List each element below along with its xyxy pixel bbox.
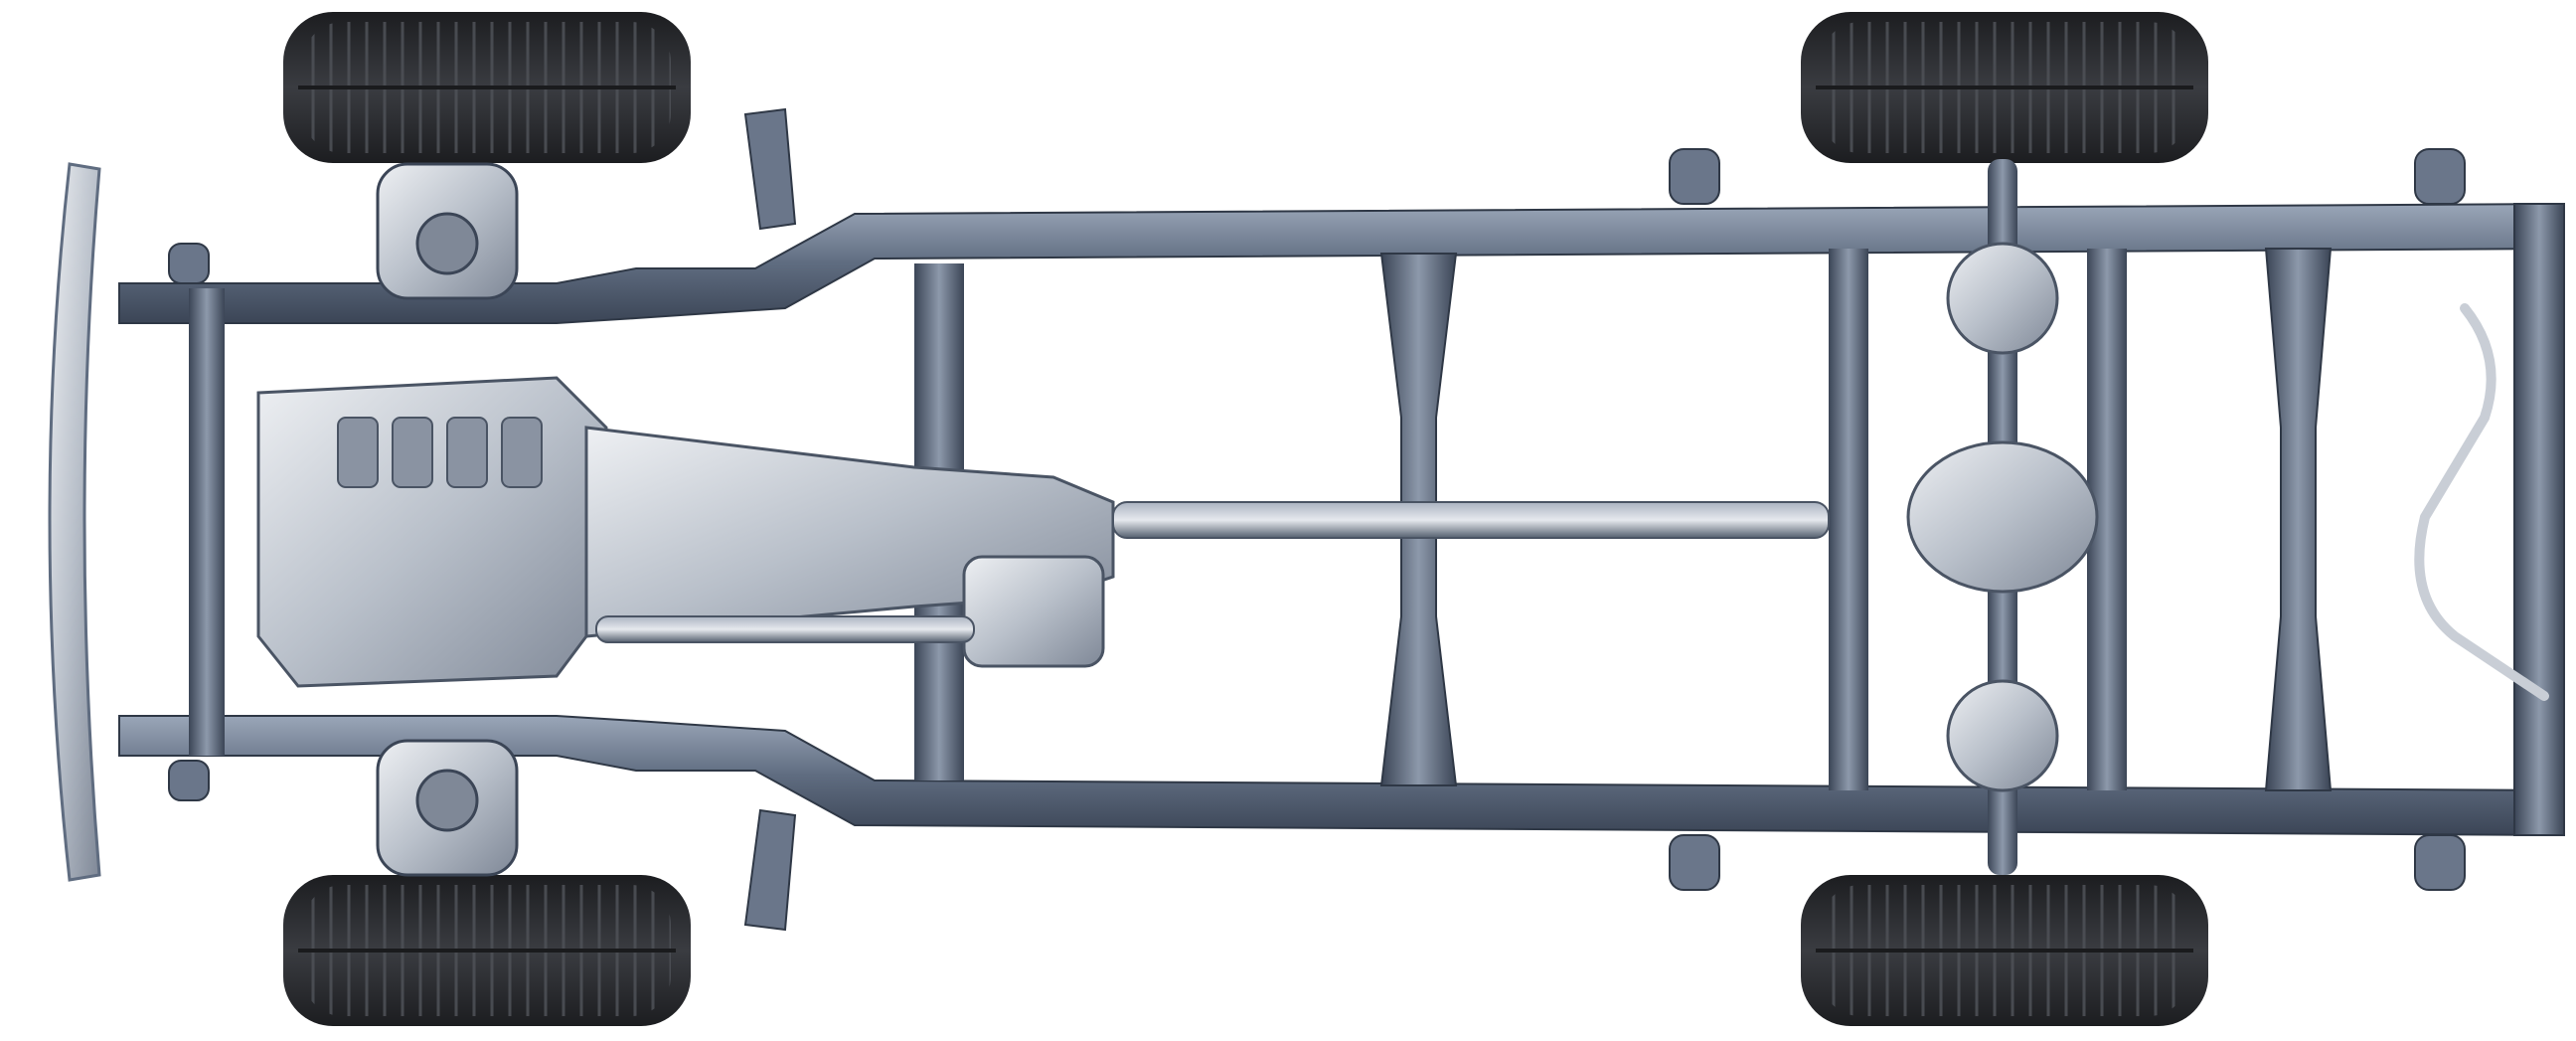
front-right-tire bbox=[283, 875, 691, 1026]
rear-drive-shaft bbox=[1112, 501, 1830, 539]
front-drive-shaft bbox=[595, 615, 975, 643]
front-bumper bbox=[48, 162, 101, 882]
rear-crossmember-3 bbox=[2264, 248, 2333, 791]
front-left-tire bbox=[283, 12, 691, 163]
rear-right-tire bbox=[1801, 875, 2208, 1026]
transfer-case bbox=[962, 555, 1105, 668]
rear-crossmember-1 bbox=[1829, 249, 1868, 790]
front-crossmember-1 bbox=[189, 288, 225, 756]
rear-crossmember bbox=[2513, 203, 2565, 836]
rear-left-tire bbox=[1801, 12, 2208, 163]
rear-springs bbox=[1946, 242, 2059, 792]
front-suspension-right bbox=[376, 739, 519, 877]
body-mount-brackets bbox=[168, 107, 2466, 932]
rear-differential bbox=[1906, 440, 2099, 594]
engine-cylinders bbox=[337, 417, 543, 488]
front-suspension-left bbox=[376, 162, 519, 300]
rear-line bbox=[2414, 303, 2549, 701]
